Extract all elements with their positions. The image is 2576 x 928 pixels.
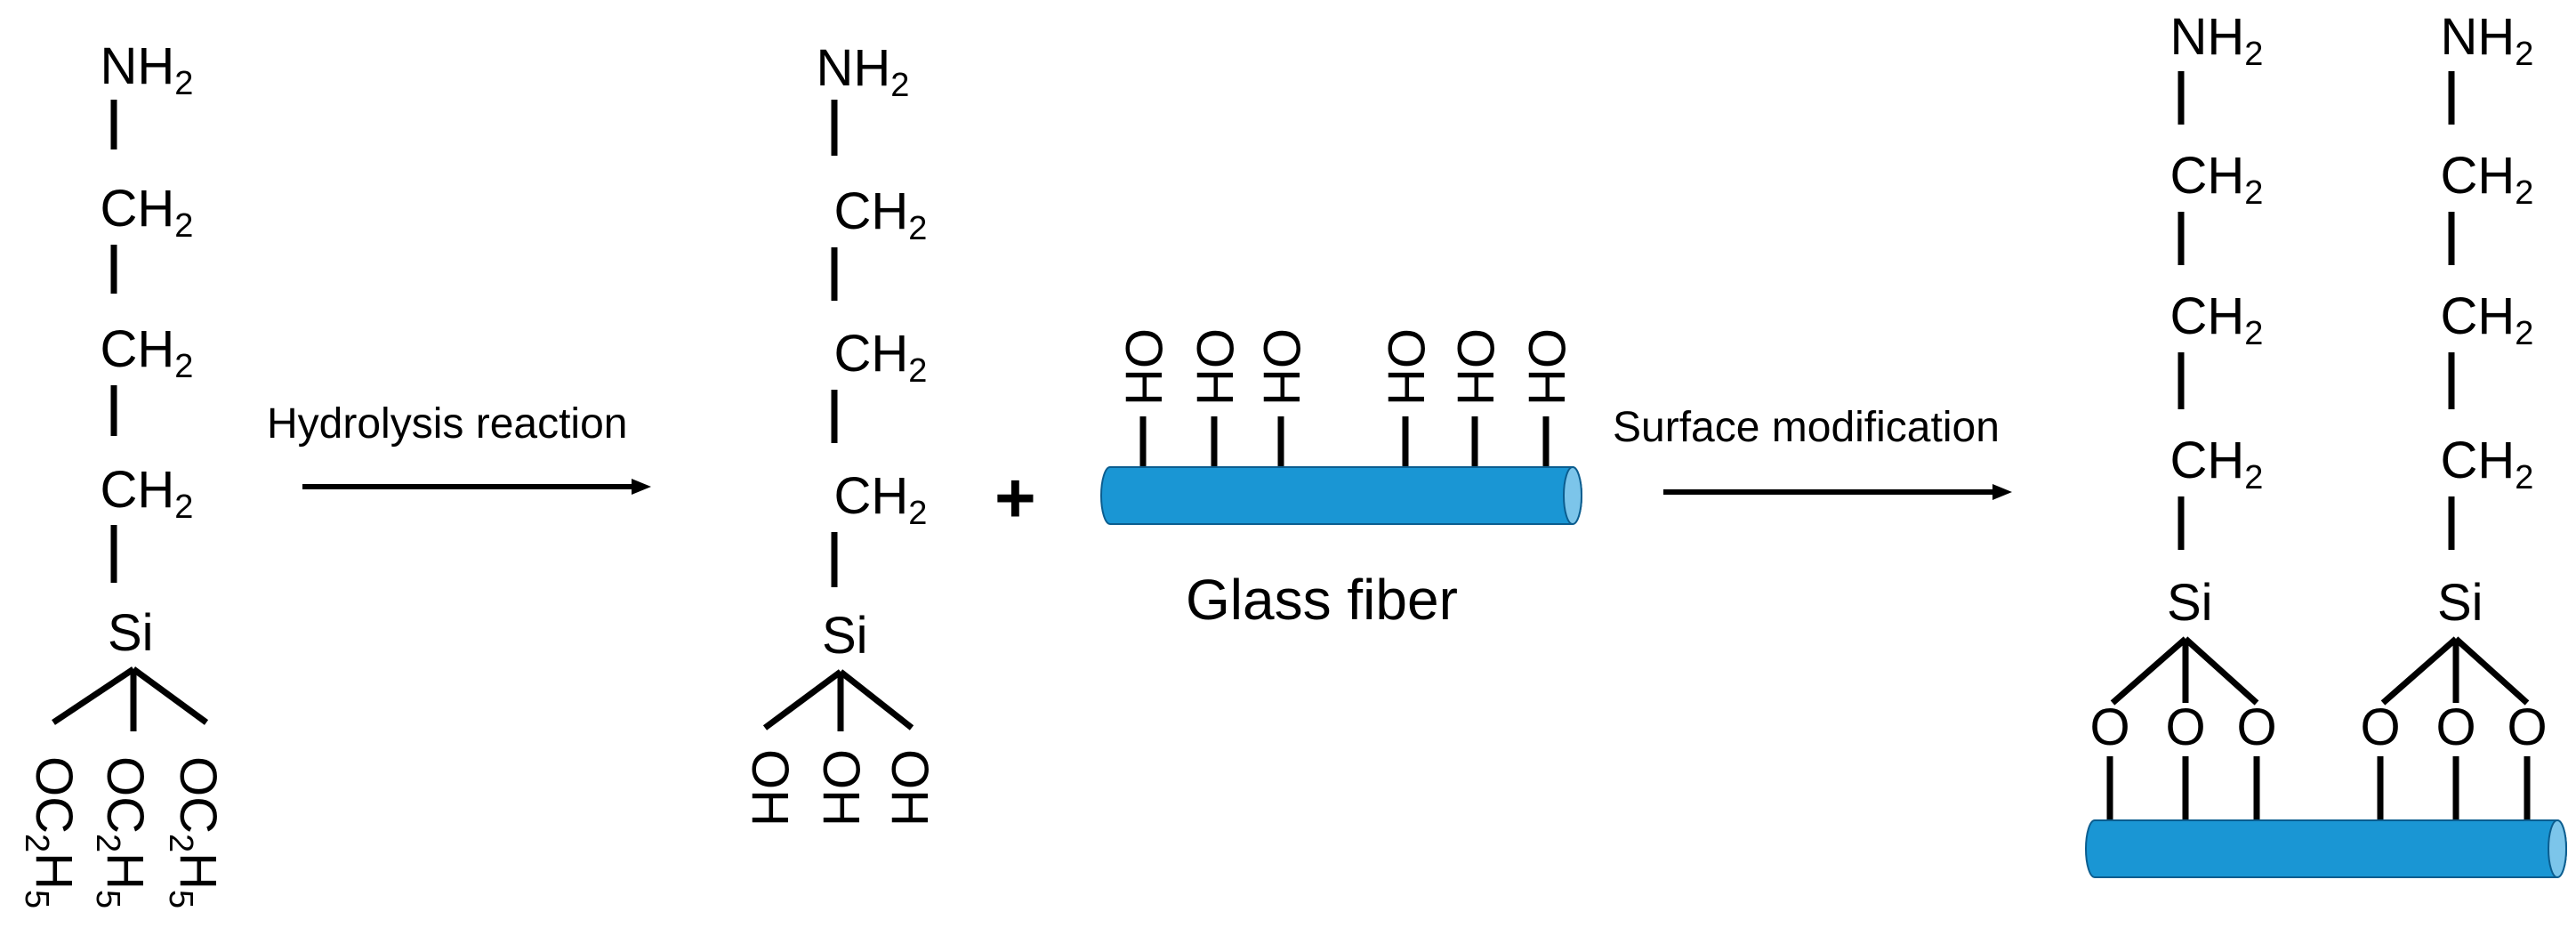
methylene-group: CH2 <box>2440 287 2534 352</box>
methylene-group: CH2 <box>2169 432 2264 496</box>
oxygen-atom: O <box>2507 698 2548 756</box>
oxygen-atom: O <box>2165 698 2206 756</box>
amine-group: NH2 <box>2440 8 2534 73</box>
methylene-group: CH2 <box>100 320 194 385</box>
methylene-group: CH2 <box>100 180 194 245</box>
bond-si-o1 <box>762 669 843 730</box>
bond-si-o3 <box>2453 636 2530 706</box>
hydroxyl-group: OH <box>812 748 870 827</box>
ethoxy-group: OC2H5 <box>89 755 154 908</box>
hydrolysis-arrow-head <box>632 479 651 495</box>
hydroxyl-group: OH <box>881 748 938 827</box>
bond-si-o3 <box>131 666 209 725</box>
hydroxyl-group: OH <box>741 748 799 827</box>
surface-modification-caption: Surface modification <box>1613 404 2000 451</box>
bond-si-o3 <box>2183 636 2259 706</box>
bond-si-o1 <box>2110 636 2188 706</box>
silicon-atom: Si <box>108 604 154 662</box>
glass-fiber-rod <box>1100 466 1582 525</box>
surface-hydroxyl: OH <box>1517 327 1575 406</box>
glass-fiber-rod <box>2085 819 2567 878</box>
silicon-atom: Si <box>822 607 868 665</box>
methylene-group: CH2 <box>100 461 194 526</box>
bond-si-o1 <box>52 666 135 725</box>
surface-hydroxyl: OH <box>1115 327 1172 406</box>
bond-si-o3 <box>838 669 914 730</box>
amine-group: NH2 <box>2169 8 2264 73</box>
oxygen-atom: O <box>2360 698 2401 756</box>
oxygen-atom: O <box>2089 698 2130 756</box>
amine-group: NH2 <box>100 37 194 102</box>
surface-hydroxyl: OH <box>1186 327 1244 406</box>
methylene-group: CH2 <box>833 182 928 247</box>
ethoxy-group: OC2H5 <box>162 755 227 908</box>
oxygen-atom: O <box>2236 698 2277 756</box>
surface-hydroxyl: OH <box>1446 327 1504 406</box>
methylene-group: CH2 <box>2440 432 2534 496</box>
methylene-group: CH2 <box>833 325 928 390</box>
amine-group: NH2 <box>816 39 910 104</box>
silicon-atom: Si <box>2167 574 2213 632</box>
ethoxy-group: OC2H5 <box>18 755 83 908</box>
oxygen-atom: O <box>2435 698 2476 756</box>
methylene-group: CH2 <box>2440 147 2534 212</box>
silicon-atom: Si <box>2437 574 2483 632</box>
methylene-group: CH2 <box>2169 287 2264 352</box>
plus-sign: + <box>994 458 1036 537</box>
surface-hydroxyl: OH <box>1252 327 1310 406</box>
methylene-group: CH2 <box>833 467 928 532</box>
methylene-group: CH2 <box>2169 147 2264 212</box>
surface-modification-arrow-head <box>1992 484 2012 500</box>
surface-hydroxyl: OH <box>1377 327 1435 406</box>
hydrolysis-caption: Hydrolysis reaction <box>267 400 628 448</box>
glass-fiber-label: Glass fiber <box>1186 568 1458 632</box>
bond-si-o1 <box>2380 636 2459 706</box>
